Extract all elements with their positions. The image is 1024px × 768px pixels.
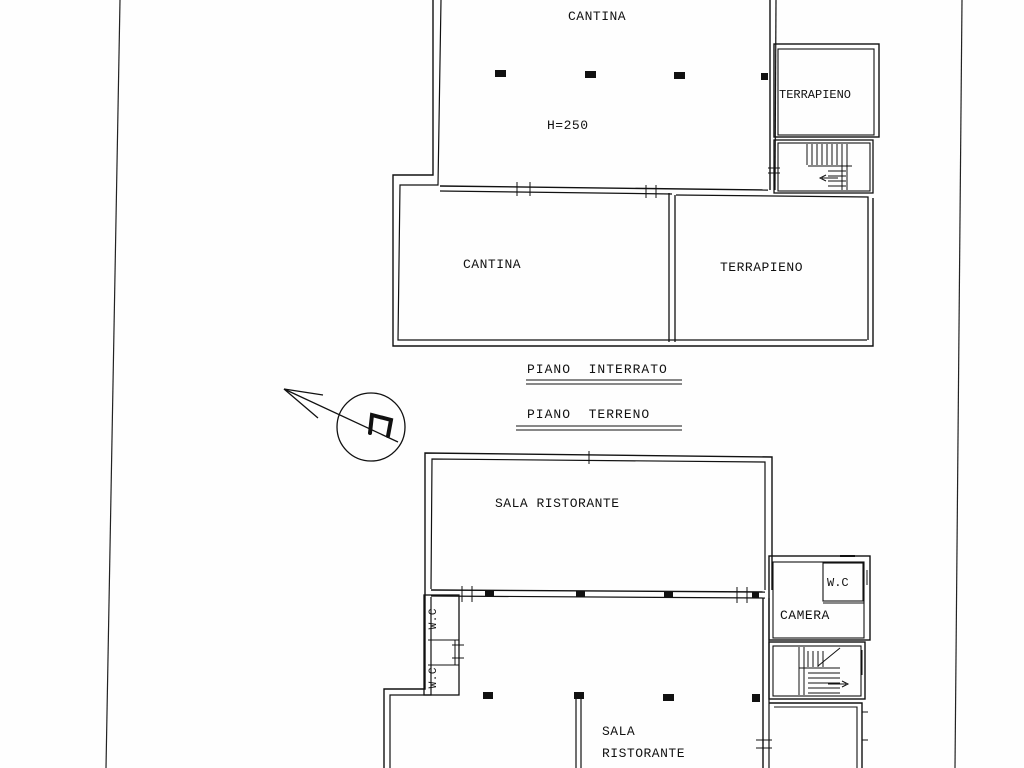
page-edges xyxy=(105,0,963,768)
room-label-cantina-bottom: CANTINA xyxy=(463,257,522,272)
room-label-sala-top: SALA RISTORANTE xyxy=(495,496,620,511)
room-label-wc-right: W.C xyxy=(827,576,849,590)
title-underlines xyxy=(516,379,682,431)
room-label-camera: CAMERA xyxy=(780,608,830,623)
ground-pillars xyxy=(483,590,760,702)
room-label-sala-bottom-line2: RISTORANTE xyxy=(602,746,686,761)
room-label-wc-left-1: W.C xyxy=(428,608,440,630)
north-arrow-icon xyxy=(283,388,406,462)
floor-title-ground: PIANO TERRENO xyxy=(527,407,651,422)
height-note: H=250 xyxy=(547,118,589,133)
room-label-wc-left-2: W.C xyxy=(428,667,440,689)
room-label-terrapieno-small: TERRAPIENO xyxy=(779,88,852,102)
ground-floor-plan xyxy=(383,451,871,768)
floor-title-basement: PIANO INTERRATO xyxy=(527,362,668,377)
room-label-sala-bottom-line1: SALA xyxy=(602,724,636,739)
room-label-terrapieno-large: TERRAPIENO xyxy=(720,260,804,275)
basement-plan xyxy=(392,0,880,347)
basement-pillars xyxy=(495,70,768,80)
room-label-cantina-top: CANTINA xyxy=(568,9,627,24)
